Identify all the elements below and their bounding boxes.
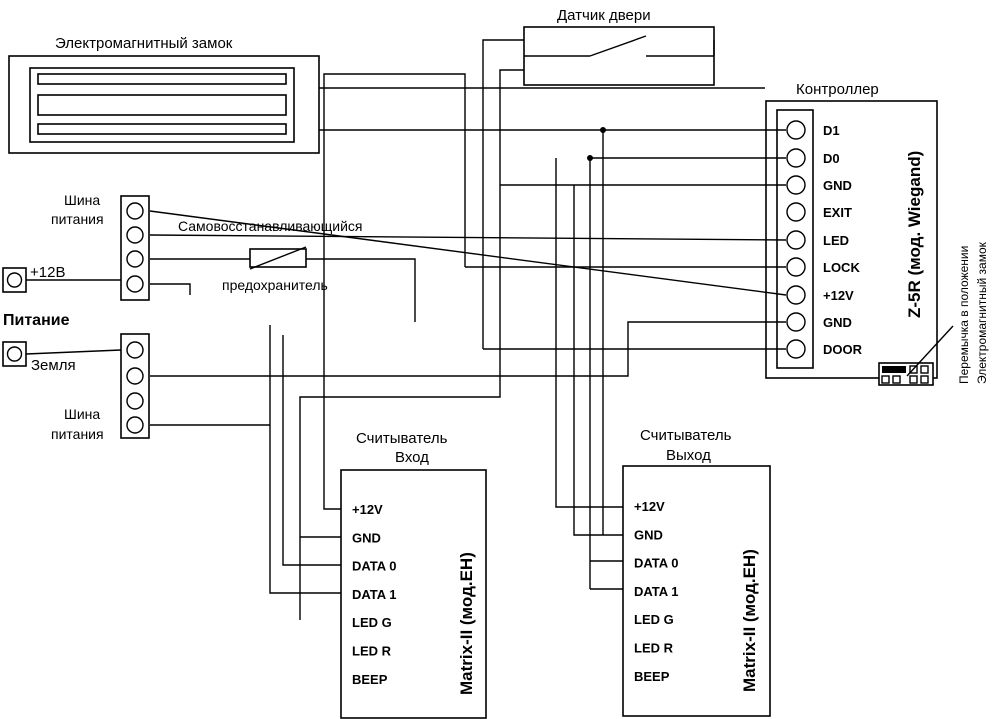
controller-pin-label: EXIT <box>823 205 852 220</box>
controller-pin-label: LED <box>823 233 849 248</box>
reader-entry-title-line1: Считыватель <box>356 430 448 447</box>
rout-pins-label: GND <box>634 527 663 542</box>
jumper-note-line2: Электромагнитный замок <box>975 241 989 384</box>
power-plus-label: +12В <box>30 264 65 281</box>
rout-pins-label: BEEP <box>634 669 670 684</box>
controller-pin-label: LOCK <box>823 260 860 275</box>
controller-pin-label: GND <box>823 315 852 330</box>
bus2-label-line1: Шина <box>64 406 100 422</box>
reader-exit-model: Matrix-II (мод.EH) <box>740 549 759 692</box>
fuse-label-line2: предохранитель <box>222 277 328 293</box>
power-section: +12В Питание Земля Шина питания Шина пит… <box>2 192 150 442</box>
power-ground-label: Земля <box>31 357 76 374</box>
rout-pins-label: LED R <box>634 641 674 656</box>
reader-exit-pins: +12V GND DATA 0 DATA 1 LED G LED R BEEP <box>634 499 679 684</box>
bus1-label-line2: питания <box>51 211 104 227</box>
controller-terminal-6 <box>786 285 806 305</box>
controller-pin-label: GND <box>823 178 852 193</box>
controller-pin-label: D1 <box>823 123 840 138</box>
door-sensor: Датчик двери <box>523 7 715 86</box>
rin-pins-label: BEEP <box>352 672 388 687</box>
bus1-label-line1: Шина <box>64 192 100 208</box>
controller-pin-label: +12V <box>823 288 854 303</box>
controller-terminal-2 <box>786 175 806 195</box>
controller-terminal-5 <box>786 257 806 277</box>
power-title: Питание <box>3 312 70 329</box>
rout-pins-label: +12V <box>634 499 665 514</box>
controller-terminal-0 <box>786 120 806 140</box>
fuse: Самовосстанавливающийся предохранитель <box>178 218 363 293</box>
controller-terminal-8 <box>786 339 806 359</box>
controller-model: Z-5R (мод. Wiegand) <box>905 151 924 318</box>
controller-terminal-7 <box>786 312 806 332</box>
controller-terminal-1 <box>786 148 806 168</box>
controller-title: Контроллер <box>796 81 879 98</box>
reader-entry: Считыватель Вход +12V GND DATA 0 DATA 1 LED … <box>340 430 487 719</box>
controller-terminal-3 <box>786 202 806 222</box>
reader-exit-title-line1: Считыватель <box>640 427 732 444</box>
rout-pins-label: LED G <box>634 612 674 627</box>
reader-entry-model: Matrix-II (мод.EH) <box>457 552 476 695</box>
reader-entry-title-line2: Вход <box>395 449 429 466</box>
electromagnetic-lock: Электромагнитный замок <box>8 35 320 154</box>
rin-pins-label: GND <box>352 530 381 545</box>
rin-pins-label: LED G <box>352 615 392 630</box>
jumper-note-line1: Перемычка в положении <box>957 246 971 384</box>
rin-pins-label: DATA 0 <box>352 559 397 574</box>
reader-exit-title-line2: Выход <box>666 447 711 464</box>
wires <box>25 39 787 620</box>
controller-pin-label: DOOR <box>823 342 863 357</box>
fuse-label-line1: Самовосстанавливающийся <box>178 218 363 234</box>
reader-exit: Считыватель Выход +12V GND DATA 0 DATA 1 LED… <box>622 427 771 717</box>
door-sensor-title: Датчик двери <box>557 7 651 24</box>
controller-terminal-4 <box>786 230 806 250</box>
rin-pins-label: LED R <box>352 644 392 659</box>
rin-pins-label: DATA 1 <box>352 587 397 602</box>
rout-pins-label: DATA 0 <box>634 556 679 571</box>
rout-pins-label: DATA 1 <box>634 584 679 599</box>
reader-entry-pins: +12V GND DATA 0 DATA 1 LED G LED R BEEP <box>352 502 397 687</box>
lock-title: Электромагнитный замок <box>55 35 233 52</box>
bus2-label-line2: питания <box>51 426 104 442</box>
jumper-block <box>878 325 954 386</box>
controller-pin-label: D0 <box>823 151 840 166</box>
rin-pins-label: +12V <box>352 502 383 517</box>
